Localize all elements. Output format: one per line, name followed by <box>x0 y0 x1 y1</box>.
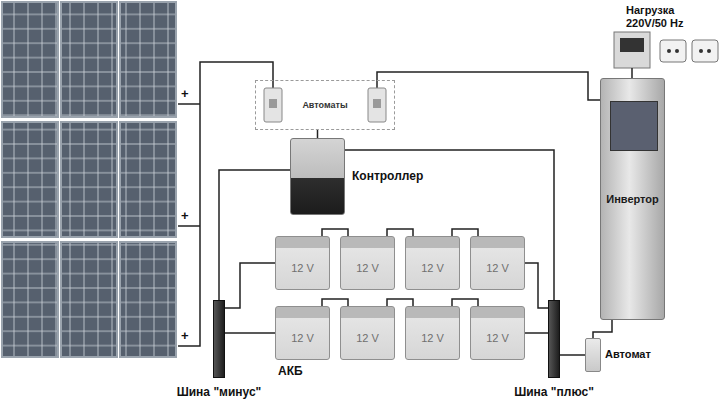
node-text: 12 V <box>291 332 314 344</box>
battery: 12 V <box>405 306 460 360</box>
node-text: 12 V <box>356 262 379 274</box>
socket-hole <box>699 49 703 53</box>
solar-panel <box>2 122 58 237</box>
wire-connector <box>225 332 275 334</box>
node-text: 12 V <box>486 332 509 344</box>
node-label: Автомат <box>605 348 651 360</box>
wire-connector <box>225 263 275 308</box>
wire <box>377 72 600 100</box>
circuit-breaker: Автомат <box>585 338 601 372</box>
bus-bar: Шина "плюс" <box>548 300 560 378</box>
breaker-toggle <box>269 99 277 108</box>
wire <box>178 103 200 105</box>
solar-panel <box>120 242 176 357</box>
battery: 12 V <box>470 236 525 290</box>
solar-panel <box>2 2 58 117</box>
solar-panel <box>61 2 117 117</box>
wire-connector <box>452 299 478 306</box>
panel-window <box>620 38 644 52</box>
solar-panel <box>120 2 176 117</box>
battery: 12 V <box>275 236 330 290</box>
circuit-breakers <box>264 88 386 122</box>
socket-hole <box>675 49 679 53</box>
solar-panel <box>61 122 117 237</box>
breaker-body <box>368 88 386 122</box>
solar-panel <box>120 122 176 237</box>
battery: 12 V <box>340 236 395 290</box>
node-label: Контроллер <box>352 169 423 183</box>
battery: 12 V <box>340 306 395 360</box>
node-label: Шина "плюс" <box>514 385 594 399</box>
node-text: 12 V <box>356 332 379 344</box>
socket <box>692 40 718 62</box>
node-label: Шина "минус" <box>177 385 262 399</box>
load-devices <box>614 32 718 68</box>
wire-connector <box>525 263 548 308</box>
wire-connector <box>387 229 413 236</box>
battery: 12 V <box>405 236 460 290</box>
charge-controller: Контроллер <box>290 138 345 215</box>
group-label: АКБ <box>278 364 303 378</box>
wire-connector <box>525 332 548 334</box>
wire-connector <box>631 68 633 78</box>
wire-connector <box>317 130 319 138</box>
node-text: 12 V <box>421 332 444 344</box>
panel-wires <box>178 62 600 346</box>
socket <box>660 40 686 62</box>
distribution-panel <box>614 32 650 68</box>
bus-bar: Шина "минус" <box>213 300 225 378</box>
battery: 12 V <box>470 306 525 360</box>
wire <box>178 225 200 227</box>
polarity-mark: + <box>181 86 189 101</box>
polarity-mark: + <box>181 328 189 343</box>
solar-array <box>2 2 176 357</box>
wire-connector <box>322 229 348 236</box>
socket-hole <box>707 49 711 53</box>
battery: 12 V <box>275 306 330 360</box>
breaker-body <box>264 88 282 122</box>
breaker-toggle <box>373 99 381 108</box>
node-text: Инвертор <box>606 193 659 205</box>
node-label: Нагрузка 220V/50 Hz <box>626 4 704 30</box>
socket-hole <box>667 49 671 53</box>
node-text: 12 V <box>486 262 509 274</box>
solar-panel <box>61 242 117 357</box>
wire-connector <box>452 229 478 236</box>
node-text: Автоматы <box>302 100 347 110</box>
node-text: 12 V <box>421 262 444 274</box>
load-group: Нагрузка 220V/50 Hz <box>612 32 722 68</box>
polarity-mark: + <box>181 208 189 223</box>
inverter-box: Инвертор <box>600 78 665 320</box>
node-text: 12 V <box>291 262 314 274</box>
breaker-group: Автоматы <box>255 80 395 130</box>
wire-connector <box>560 354 585 356</box>
wire-connector <box>387 299 413 306</box>
wire-connector <box>322 299 348 306</box>
wire-connector <box>593 320 612 338</box>
solar-panel <box>2 242 58 357</box>
wire <box>178 62 273 346</box>
